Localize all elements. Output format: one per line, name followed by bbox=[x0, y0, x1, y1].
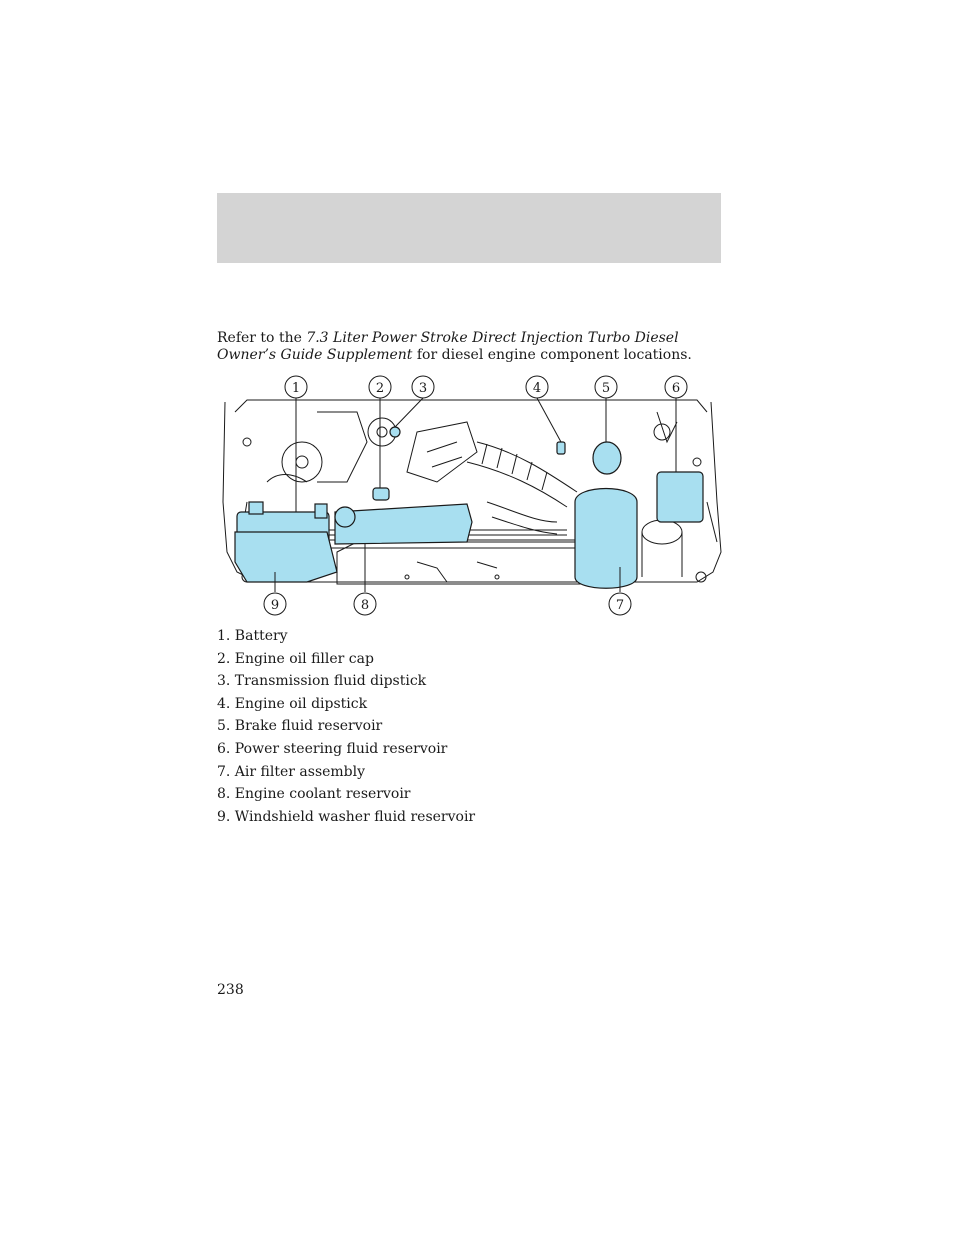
legend-item: 5. Brake fluid reservoir bbox=[217, 718, 383, 735]
legend-item: 4. Engine oil dipstick bbox=[217, 695, 368, 712]
callout-7: 7 bbox=[616, 598, 624, 613]
callout-8: 8 bbox=[361, 598, 369, 613]
intro-paragraph: Refer to the 7.3 Liter Power Stroke Dire… bbox=[217, 330, 737, 364]
legend-item: 8. Engine coolant reservoir bbox=[217, 786, 411, 803]
page-number: 238 bbox=[217, 982, 244, 998]
callout-3: 3 bbox=[419, 381, 427, 396]
legend-item: 7. Air filter assembly bbox=[217, 763, 366, 780]
component-legend: 1. Battery 2. Engine oil filler cap 3. T… bbox=[217, 627, 475, 830]
legend-item: 9. Windshield washer fluid reservoir bbox=[217, 808, 476, 825]
callout-5: 5 bbox=[602, 381, 610, 396]
header-band bbox=[217, 193, 721, 263]
engine-compartment-diagram: 1 2 3 4 5 6 7 8 9 bbox=[222, 375, 722, 616]
intro-prefix: Refer to the bbox=[217, 330, 307, 346]
callout-6: 6 bbox=[672, 381, 680, 396]
legend-item: 6. Power steering fluid reservoir bbox=[217, 740, 448, 757]
intro-suffix: for diesel engine component locations. bbox=[412, 347, 692, 363]
legend-item: 2. Engine oil filler cap bbox=[217, 650, 374, 667]
callout-2: 2 bbox=[376, 381, 384, 396]
intro-italic-title: 7.3 Liter Power Stroke Direct Injection … bbox=[217, 330, 679, 363]
callout-1: 1 bbox=[292, 381, 300, 396]
legend-item: 3. Transmission fluid dipstick bbox=[217, 673, 427, 690]
legend-item: 1. Battery bbox=[217, 628, 288, 644]
callout-9: 9 bbox=[271, 598, 279, 613]
callout-4: 4 bbox=[533, 381, 541, 396]
